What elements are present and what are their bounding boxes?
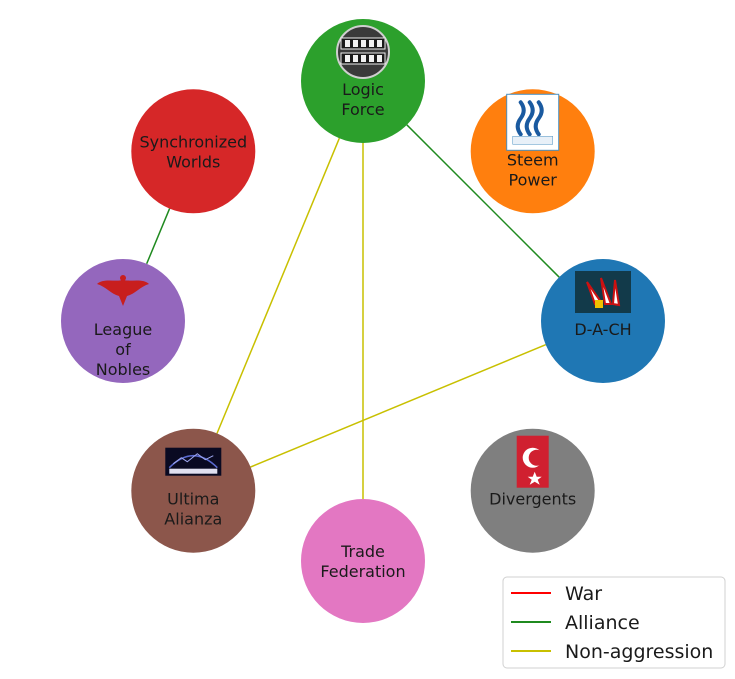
node-label-line: Federation	[320, 562, 405, 581]
turkish-flag-icon	[516, 435, 549, 488]
node-label-line: D-A-CH	[574, 320, 631, 339]
node-label-line: Nobles	[96, 360, 151, 379]
node-divergents: Divergents	[470, 428, 595, 553]
node-d-a-ch: D-A-CH	[541, 259, 665, 383]
node-label-line: Trade	[340, 542, 385, 561]
ultima-alianza-banner-icon	[165, 447, 222, 476]
edge-d-a-ch-ultima-alianza	[250, 344, 546, 468]
phoenix-emblem-icon	[97, 275, 149, 306]
node-circle	[470, 89, 595, 214]
node-label-line: Logic	[342, 80, 384, 99]
node-circle	[301, 499, 425, 623]
node-label-line: of	[115, 340, 131, 359]
legend-label-non_aggression: Non-aggression	[565, 641, 713, 663]
node-label-line: Steem	[507, 150, 559, 169]
logic-force-logo-icon	[336, 25, 390, 79]
node-circle	[301, 19, 425, 143]
legend-box	[502, 576, 726, 669]
legend-label-alliance: Alliance	[565, 612, 640, 634]
node-circle	[61, 259, 185, 383]
node-label-line: Power	[509, 170, 558, 189]
node-circle	[131, 89, 256, 214]
node-label-line: Ultima	[167, 490, 219, 509]
edge-logic-force-d-a-ch	[406, 124, 560, 278]
steem-logo-icon	[506, 93, 560, 151]
node-label-line: Divergents	[489, 490, 576, 509]
faction-nodes: LogicForceSteemPowerD-A-CHDivergentsTrad…	[61, 19, 665, 623]
edge-synchronized-worlds-league-of-nobles	[146, 208, 171, 264]
node-label-line: Alianza	[164, 510, 222, 529]
node-circle	[470, 428, 595, 553]
node-label-line: Worlds	[166, 152, 220, 171]
node-circle	[131, 428, 256, 553]
node-label-line: League	[94, 320, 152, 339]
relation-edges	[146, 124, 560, 499]
node-label-line: Synchronized	[139, 132, 247, 151]
rockets-logo-icon	[575, 271, 631, 313]
node-label-line: Force	[341, 100, 384, 119]
legend-label-war: War	[565, 583, 602, 605]
node-circle	[541, 259, 665, 383]
edge-logic-force-ultima-alianza	[216, 138, 340, 434]
